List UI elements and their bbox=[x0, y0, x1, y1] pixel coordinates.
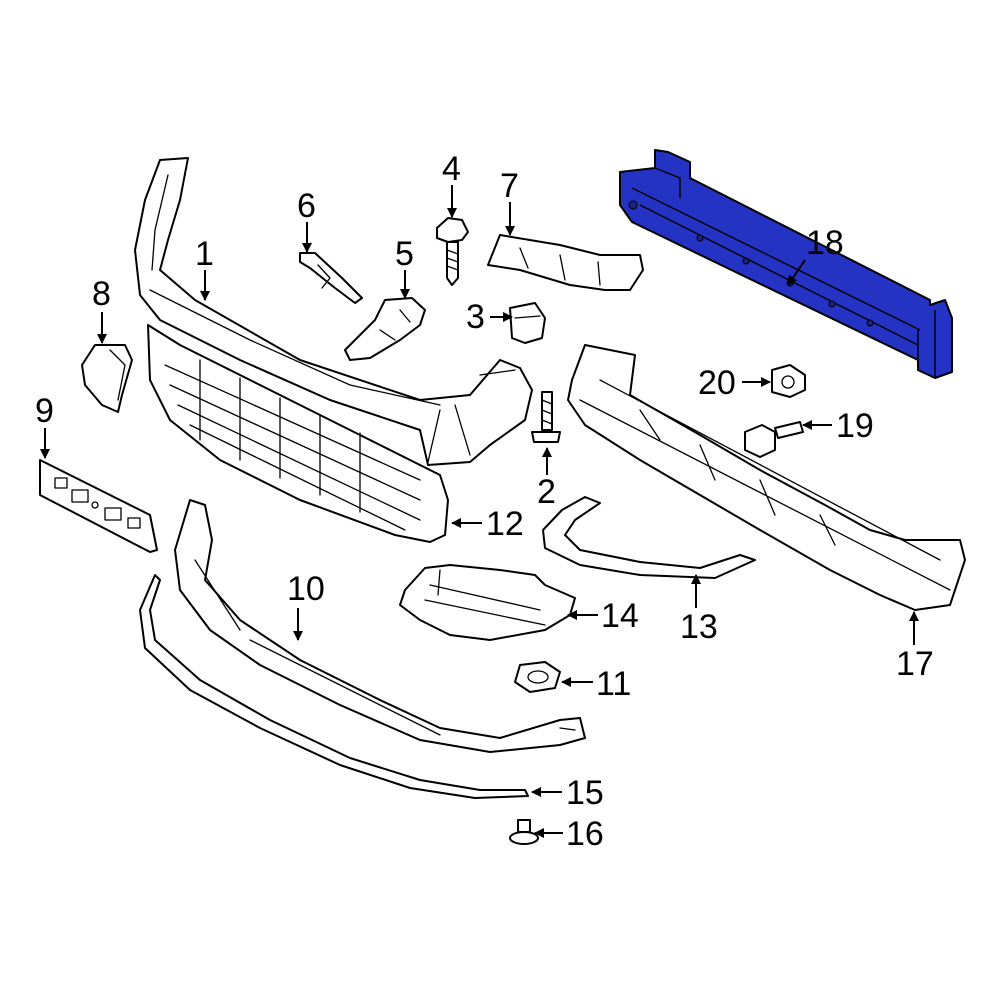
callout-13: 13 bbox=[680, 608, 718, 646]
callout-9: 9 bbox=[35, 392, 54, 430]
callout-19: 19 bbox=[836, 407, 874, 445]
callout-6: 6 bbox=[297, 187, 316, 225]
part-11-cap[interactable] bbox=[514, 661, 561, 693]
part-5-bracket[interactable] bbox=[344, 297, 426, 361]
part-10-lower-lip[interactable] bbox=[174, 499, 586, 753]
part-3-clip[interactable] bbox=[509, 302, 546, 344]
leader-lines bbox=[40, 185, 919, 838]
callout-8: 8 bbox=[92, 275, 111, 313]
part-6-push-pin[interactable] bbox=[299, 252, 363, 304]
callout-12: 12 bbox=[486, 505, 524, 543]
leader-18 bbox=[787, 259, 806, 286]
callout-3: 3 bbox=[466, 298, 485, 336]
part-14-lamp-bracket[interactable] bbox=[399, 564, 576, 641]
part-16-push-clip[interactable] bbox=[509, 819, 539, 845]
callout-labels: 1 2 3 4 5 6 7 8 9 10 11 12 13 14 15 16 1… bbox=[35, 150, 934, 853]
callout-14: 14 bbox=[601, 597, 639, 635]
part-15-lower-strip[interactable] bbox=[139, 574, 529, 799]
callout-7: 7 bbox=[500, 167, 519, 205]
callout-4: 4 bbox=[442, 150, 461, 188]
callout-18: 18 bbox=[806, 224, 844, 262]
part-13-trim-strip[interactable] bbox=[542, 496, 756, 579]
part-19-bolt[interactable] bbox=[744, 421, 804, 458]
part-18-reinforcement-beam[interactable] bbox=[619, 149, 953, 379]
callout-15: 15 bbox=[566, 774, 604, 812]
callout-10: 10 bbox=[287, 570, 325, 608]
part-17-absorber[interactable] bbox=[567, 344, 966, 611]
callout-11: 11 bbox=[596, 665, 631, 703]
part-8-bracket[interactable] bbox=[81, 344, 133, 413]
part-12-grille[interactable] bbox=[147, 324, 449, 543]
callout-5: 5 bbox=[395, 235, 414, 273]
callout-2: 2 bbox=[537, 473, 556, 511]
callout-16: 16 bbox=[566, 815, 604, 853]
part-9-license-bracket[interactable] bbox=[39, 459, 158, 553]
callout-20: 20 bbox=[698, 364, 736, 402]
part-4-bolt[interactable] bbox=[436, 217, 469, 286]
callout-17: 17 bbox=[896, 645, 934, 683]
part-20-nut[interactable] bbox=[771, 364, 806, 398]
part-2-screw[interactable] bbox=[531, 391, 561, 443]
part-1-bumper-cover[interactable] bbox=[134, 157, 533, 466]
callout-1: 1 bbox=[195, 235, 214, 273]
part-7-side-bracket[interactable] bbox=[487, 234, 644, 291]
